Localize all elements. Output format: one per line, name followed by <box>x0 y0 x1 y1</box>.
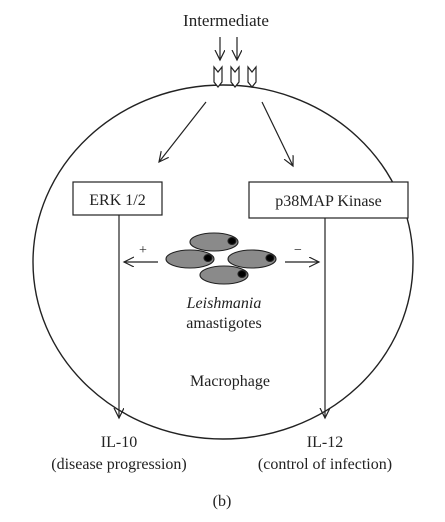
amastigote-2 <box>165 249 215 269</box>
amastigotes-cluster <box>165 232 277 285</box>
parasite-label-stage: amastigotes <box>186 315 262 332</box>
macrophage-cell <box>32 84 414 440</box>
parasite-label-genus: Leishmania <box>186 295 262 312</box>
plus-sign: + <box>139 243 147 258</box>
amastigote-4 <box>199 265 249 285</box>
p38-label: p38MAP Kinase <box>275 193 382 210</box>
receptor-2 <box>230 65 240 88</box>
receptor-3 <box>247 65 257 88</box>
p38-box <box>248 181 409 219</box>
arrow-to-erk <box>159 101 207 162</box>
arrow-to-p38 <box>261 101 293 166</box>
erk-box <box>72 181 163 216</box>
il12-label: IL-12 <box>307 434 343 451</box>
erk-label: ERK 1/2 <box>89 192 145 209</box>
macrophage-label: Macrophage <box>190 373 270 390</box>
intermediate-label: Intermediate <box>183 11 269 30</box>
panel-label: (b) <box>213 493 232 510</box>
receptor-1 <box>213 65 223 88</box>
membrane-receptors <box>213 65 257 88</box>
il12-description: (control of infection) <box>258 456 392 473</box>
minus-sign: − <box>294 243 302 258</box>
amastigote-3 <box>227 249 277 269</box>
amastigote-1 <box>189 232 239 252</box>
il10-description: (disease progression) <box>51 456 187 473</box>
il10-label: IL-10 <box>101 434 137 451</box>
